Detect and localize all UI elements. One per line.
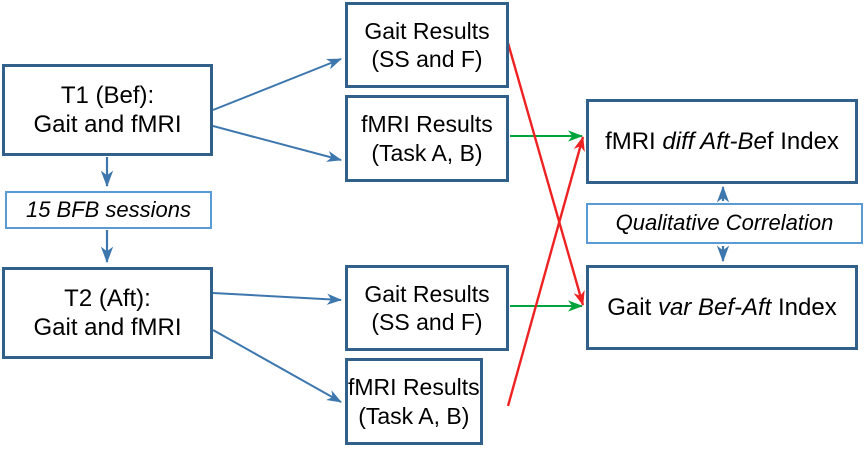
edge-t2-to-fmri-results-bottom bbox=[212, 329, 342, 403]
fmri-results-bottom-line-2: (Task A, B) bbox=[358, 402, 470, 429]
gait-results-top-node[interactable]: Gait Results (SS and F) bbox=[345, 2, 509, 88]
bfb-sessions-node[interactable]: 15 BFB sessions bbox=[5, 191, 212, 229]
gait-results-bottom-node[interactable]: Gait Results (SS and F) bbox=[345, 265, 509, 351]
fmri-diff-index-part-1: fMRI bbox=[605, 127, 663, 155]
gait-results-bottom-line-2: (SS and F) bbox=[371, 309, 483, 335]
gait-var-index-part-2: var Bef-Aft bbox=[657, 293, 772, 321]
fmri-diff-index-part-2: diff Aft-Be bbox=[662, 127, 767, 155]
gait-var-index-node[interactable]: Gait var Bef-Aft Index bbox=[586, 265, 858, 350]
fmri-diff-index-node[interactable]: fMRI diff Aft-Bef Index bbox=[586, 99, 858, 184]
gait-var-index-part-1: Gait bbox=[607, 293, 658, 321]
edge-t1-to-gait-results-top bbox=[212, 58, 342, 111]
gait-var-index-part-3: Index bbox=[771, 293, 837, 321]
edge-fmri-bottom-to-fmri-index bbox=[506, 136, 585, 407]
t2-line-2: Gait and fMRI bbox=[33, 314, 182, 341]
fmri-diff-index-part-3: f Index bbox=[766, 127, 839, 155]
t2-aft-node[interactable]: T2 (Aft): Gait and fMRI bbox=[2, 267, 213, 359]
fmri-results-bottom-node[interactable]: fMRI Results (Task A, B) bbox=[345, 358, 483, 445]
t1-bef-node[interactable]: T1 (Bef): Gait and fMRI bbox=[2, 64, 213, 156]
gait-results-top-line-1: Gait Results bbox=[364, 17, 490, 44]
t1-line-1: T1 (Bef): bbox=[60, 81, 155, 109]
fmri-results-top-line-2: (Task A, B) bbox=[371, 139, 483, 166]
fmri-diff-index-label: fMRI diff Aft-Bef Index bbox=[605, 127, 839, 156]
gait-results-top-line-2: (SS and F) bbox=[371, 46, 483, 72]
edge-t2-to-gait-results-bottom bbox=[212, 292, 342, 305]
t2-line-1: T2 (Aft): bbox=[64, 284, 151, 312]
bfb-label: 15 BFB sessions bbox=[25, 196, 192, 222]
edge-t1-to-fmri-results-top bbox=[212, 125, 342, 162]
qualitative-correlation-node[interactable]: Qualitative Correlation bbox=[586, 203, 863, 244]
gait-results-bottom-line-1: Gait Results bbox=[364, 280, 490, 307]
qualitative-correlation-label: Qualitative Correlation bbox=[615, 210, 834, 236]
t1-line-2: Gait and fMRI bbox=[33, 111, 182, 138]
fmri-results-top-node[interactable]: fMRI Results (Task A, B) bbox=[345, 95, 509, 182]
fmri-results-bottom-line-1: fMRI Results bbox=[348, 374, 480, 401]
fmri-results-top-line-1: fMRI Results bbox=[361, 111, 493, 138]
gait-var-index-label: Gait var Bef-Aft Index bbox=[607, 293, 836, 322]
edge-gait-top-to-gait-index bbox=[506, 42, 585, 306]
